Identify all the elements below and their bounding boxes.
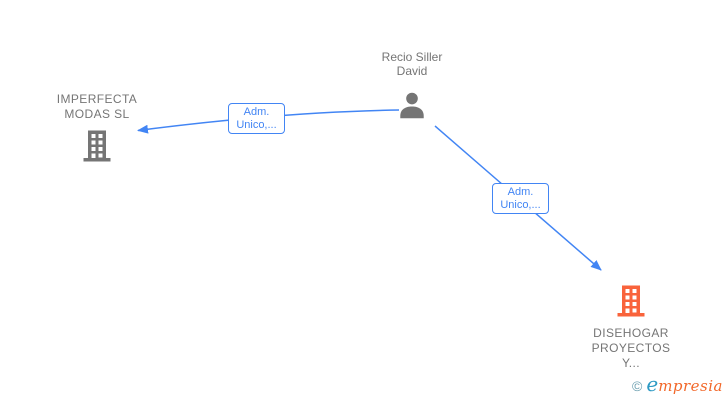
brand-initial: e — [646, 372, 659, 396]
brand-name: mpresia — [658, 377, 723, 395]
company-name-disehogar: DISEHOGAR PROYECTOS Y... — [592, 326, 671, 371]
building-icon[interactable] — [81, 129, 113, 163]
edge-label-line1: Adm. — [243, 105, 270, 118]
building-icon-highlighted[interactable] — [615, 284, 647, 318]
person-icon[interactable] — [397, 91, 427, 121]
company-name-imperfecta: IMPERFECTA MODAS SL — [57, 92, 137, 122]
edge-label-adm-unico-1[interactable]: Adm. Unico,... — [228, 103, 285, 134]
company-name-line2: PROYECTOS — [591, 341, 671, 355]
company-name-line1: DISEHOGAR — [593, 326, 669, 340]
edge-label-line2: Unico,... — [500, 198, 541, 211]
edge-label-adm-unico-2[interactable]: Adm. Unico,... — [492, 183, 549, 214]
person-name-line1: Recio Siller — [381, 50, 443, 64]
node-person-recio-siller[interactable]: Recio Siller David — [342, 50, 482, 121]
edge-label-line2: Unico,... — [236, 118, 277, 131]
company-name-line2: MODAS SL — [64, 107, 130, 121]
node-company-disehogar[interactable]: DISEHOGAR PROYECTOS Y... — [561, 284, 701, 371]
company-name-line1: IMPERFECTA — [56, 92, 138, 106]
person-name-line2: David — [396, 64, 428, 78]
edge-label-line1: Adm. — [507, 185, 534, 198]
person-name: Recio Siller David — [382, 50, 443, 78]
node-company-imperfecta[interactable]: IMPERFECTA MODAS SL — [27, 92, 167, 163]
copyright-icon: © — [632, 378, 643, 394]
company-name-line3: Y... — [621, 356, 641, 370]
